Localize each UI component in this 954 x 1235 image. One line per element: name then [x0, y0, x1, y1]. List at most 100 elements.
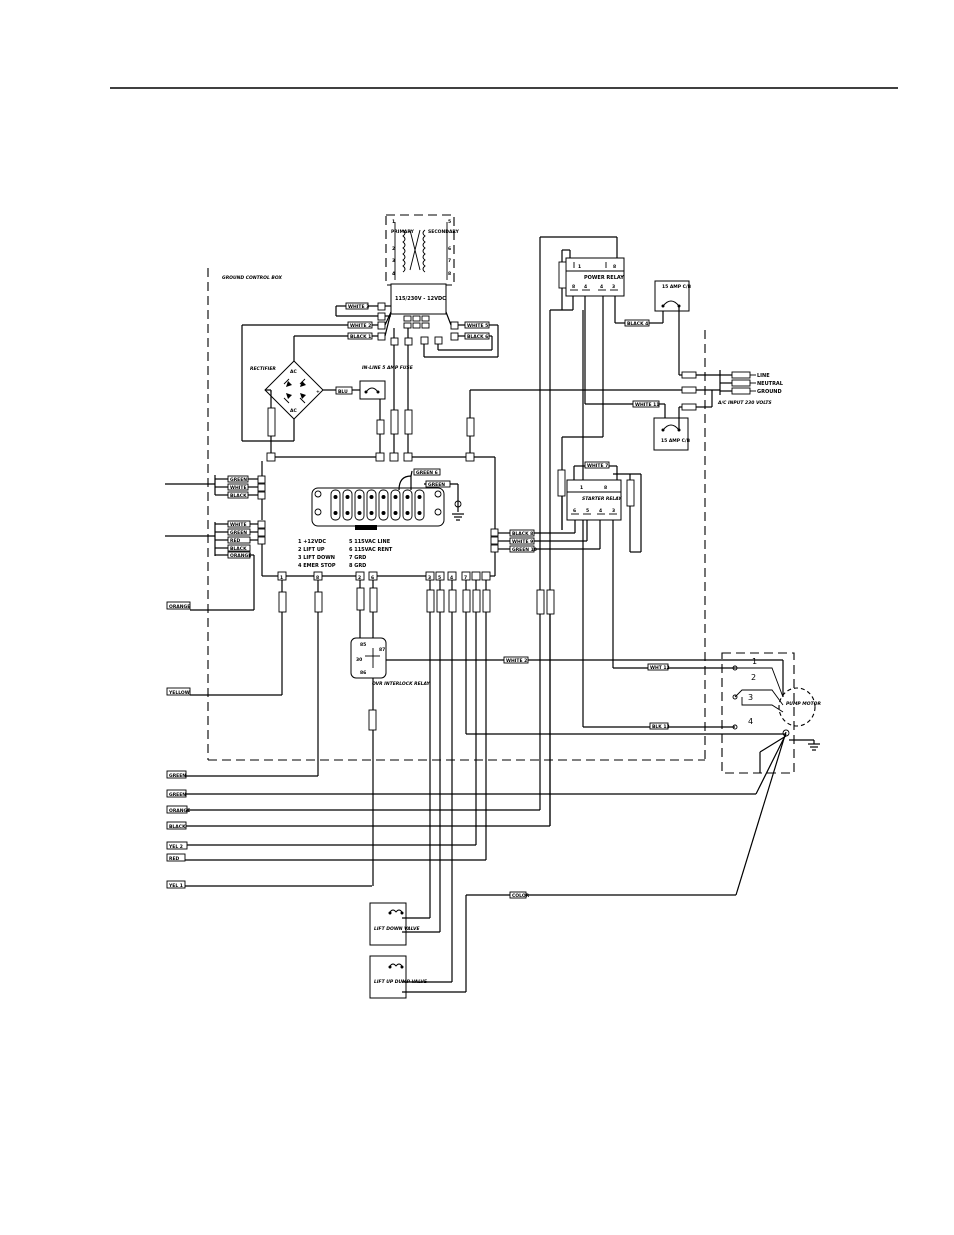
- interlock-relay-label: OVR INTERLOCK RELAY: [372, 681, 430, 687]
- relay-pin-85: 85: [360, 642, 366, 648]
- upper-terminal-row: [266, 389, 682, 529]
- pump-motor-terminal-2: 2: [751, 673, 756, 682]
- converter: 115/230V - 12VDC: [390, 283, 447, 329]
- lower-terminal-row: 1 8 2 6 3 5 4 7: [186, 548, 496, 982]
- inline-fuse: IN-LINE 5 AMP FUSE: [359, 365, 414, 453]
- terminal-label-3: 3: [428, 575, 431, 581]
- ac-input-ground: GROUND: [757, 389, 782, 395]
- cb-top-label: 15 AMP C/B: [662, 284, 692, 290]
- transformer-pin-3: 3: [392, 258, 395, 264]
- ac-input-neutral: NEUTRAL: [757, 381, 784, 387]
- transformer-secondary-label: SECONDARY: [428, 229, 460, 235]
- transformer-pin-8: 8: [448, 271, 451, 277]
- starter-relay: 1 8 STARTER RELAY 6 5 4 3 WHITE 7: [557, 461, 642, 668]
- converter-bottom-terminals: [390, 328, 413, 410]
- lift-down-valve-label: LIFT DOWN VALVE: [374, 926, 420, 932]
- legend-item-6: 6 115VAC RENT: [349, 547, 393, 553]
- ac-input: LINE NEUTRAL GROUND A/C INPUT 230 VOLTS: [681, 370, 784, 411]
- legend-item-4: 4 EMER STOP: [298, 563, 336, 569]
- left-tag-black: BLACK: [169, 824, 186, 830]
- circuit-breaker-bottom: 15 AMP C/B: [653, 406, 691, 451]
- starter-relay-pin-1: 1: [580, 485, 583, 491]
- starter-relay-pin-d: 3: [612, 508, 615, 514]
- left-cable-group-1: GREEN WHITE BLACK: [165, 461, 266, 520]
- left-tag-red-2: RED: [230, 538, 241, 544]
- left-tag-yel-1: YEL 1: [168, 883, 183, 889]
- left-tag-green-2: GREEN: [230, 530, 247, 536]
- pump-motor-terminal-3: 3: [748, 693, 753, 702]
- starter-relay-pin-b: 5: [586, 508, 589, 514]
- terminal-label-7: 7: [464, 575, 467, 581]
- inline-fuse-label: IN-LINE 5 AMP FUSE: [362, 365, 414, 371]
- wire-tag-black8: BLACK 8: [512, 531, 533, 537]
- power-relay-pin-a: 8: [572, 284, 575, 290]
- transformer-pin-1: 1: [392, 219, 395, 225]
- relay-pin-86: 86: [360, 670, 366, 676]
- converter-label: 115/230V - 12VDC: [395, 296, 446, 302]
- wire-tag-blu: BLU: [338, 389, 348, 395]
- relay-pin-87: 87: [379, 647, 385, 653]
- power-relay-pin-b: 4: [584, 284, 587, 290]
- wire-tag-green-a: GREEN: [428, 482, 445, 488]
- ac-input-label: A/C INPUT 230 VOLTS: [717, 400, 772, 406]
- lift-up-valve-label: LIFT UP DUMP VALVE: [374, 979, 428, 985]
- legend-item-5: 5 115VAC LINE: [349, 539, 391, 545]
- legend-item-3: 3 LIFT DOWN: [298, 555, 335, 561]
- power-relay-label: POWER RELAY: [584, 275, 624, 281]
- ground-control-box-label: GROUND CONTROL BOX: [222, 275, 282, 281]
- pump-motor-box: [721, 652, 795, 774]
- rectifier: RECTIFIER AC AC + -: [250, 360, 324, 420]
- wire-tag-wht12: WHT 12: [650, 665, 670, 671]
- wire-tag-white7: WHITE 7: [587, 463, 608, 469]
- cb-bottom-label: 15 AMP C/B: [661, 438, 691, 444]
- terminal-label-4: 4: [450, 575, 453, 581]
- power-relay: 1 8 POWER RELAY 8 4 4 3 WHITE 11: [539, 236, 666, 826]
- left-tag-orange-2: ORANGE: [169, 808, 190, 814]
- pump-motor-terminal-4: 4: [748, 717, 753, 726]
- starter-relay-pin-a: 6: [573, 508, 576, 514]
- left-tag-black-1: BLACK: [230, 493, 247, 499]
- converter-right-terminals: WHITE 5 BLACK 6: [420, 311, 499, 358]
- circuit-breaker-top: 15 AMP C/B: [654, 280, 692, 376]
- starter-relay-pin-8: 8: [604, 485, 607, 491]
- transformer-pin-7: 7: [448, 258, 451, 264]
- left-tag-orange: ORANGE: [169, 604, 190, 610]
- transformer-pin-4: 4: [392, 271, 395, 277]
- converter-left-terminals: WHITE 3 WHITE 2 BLACK 1: [335, 302, 392, 341]
- left-cable-group-2: WHITE GREEN RED BLACK ORANGE: [165, 520, 278, 611]
- terminal-legend: 1 +12VDC 2 LIFT UP 3 LIFT DOWN 4 EMER ST…: [298, 539, 393, 569]
- starter-relay-pin-c: 4: [599, 508, 602, 514]
- legend-item-7: 7 GRD: [349, 555, 366, 561]
- terminal-label-5: 5: [438, 575, 441, 581]
- wire-tag-white3: WHITE 3: [348, 304, 369, 310]
- power-relay-pin-1: 1: [578, 264, 581, 270]
- rectifier-ac-bottom: AC: [290, 408, 297, 414]
- legend-item-8: 8 GRD: [349, 563, 366, 569]
- wire-tag-white11: WHITE 11: [635, 402, 659, 408]
- transformer-primary-label: PRIMARY: [391, 229, 415, 235]
- left-tag-yel-2: YEL 2: [168, 844, 183, 850]
- wire-tag-black4: BLACK 4: [627, 321, 648, 327]
- terminal-label-1: 1: [280, 575, 283, 581]
- ac-input-line: LINE: [757, 373, 770, 379]
- wire-tag-white-interlock: WHITE 2: [506, 658, 527, 664]
- lift-up-valve: LIFT UP DUMP VALVE COLOR: [369, 731, 787, 999]
- left-tag-red: RED: [169, 856, 180, 862]
- pump-motor-terminal-1: 1: [752, 657, 757, 666]
- left-output-tags: ORANGE YELLOW GREEN GREEN ORANGE BLACK Y…: [166, 601, 756, 889]
- left-tag-green-2: GREEN: [169, 792, 186, 798]
- left-tag-green: GREEN: [169, 773, 186, 779]
- legend-item-1: 1 +12VDC: [298, 539, 326, 545]
- rectifier-label: RECTIFIER: [250, 366, 276, 372]
- rectifier-ac-top: AC: [290, 369, 297, 375]
- rectifier-wiring: BLU: [241, 324, 360, 453]
- rectifier-plus: +: [316, 389, 320, 395]
- left-tag-white-2: WHITE: [230, 522, 247, 528]
- power-relay-pin-d: 3: [612, 284, 615, 290]
- relay-pin-30: 30: [356, 657, 362, 663]
- legend-item-2: 2 LIFT UP: [298, 547, 325, 553]
- transformer: PRIMARY SECONDARY 1 2 3 4 5 6 7 8: [385, 214, 460, 286]
- transformer-pin-2: 2: [392, 246, 395, 252]
